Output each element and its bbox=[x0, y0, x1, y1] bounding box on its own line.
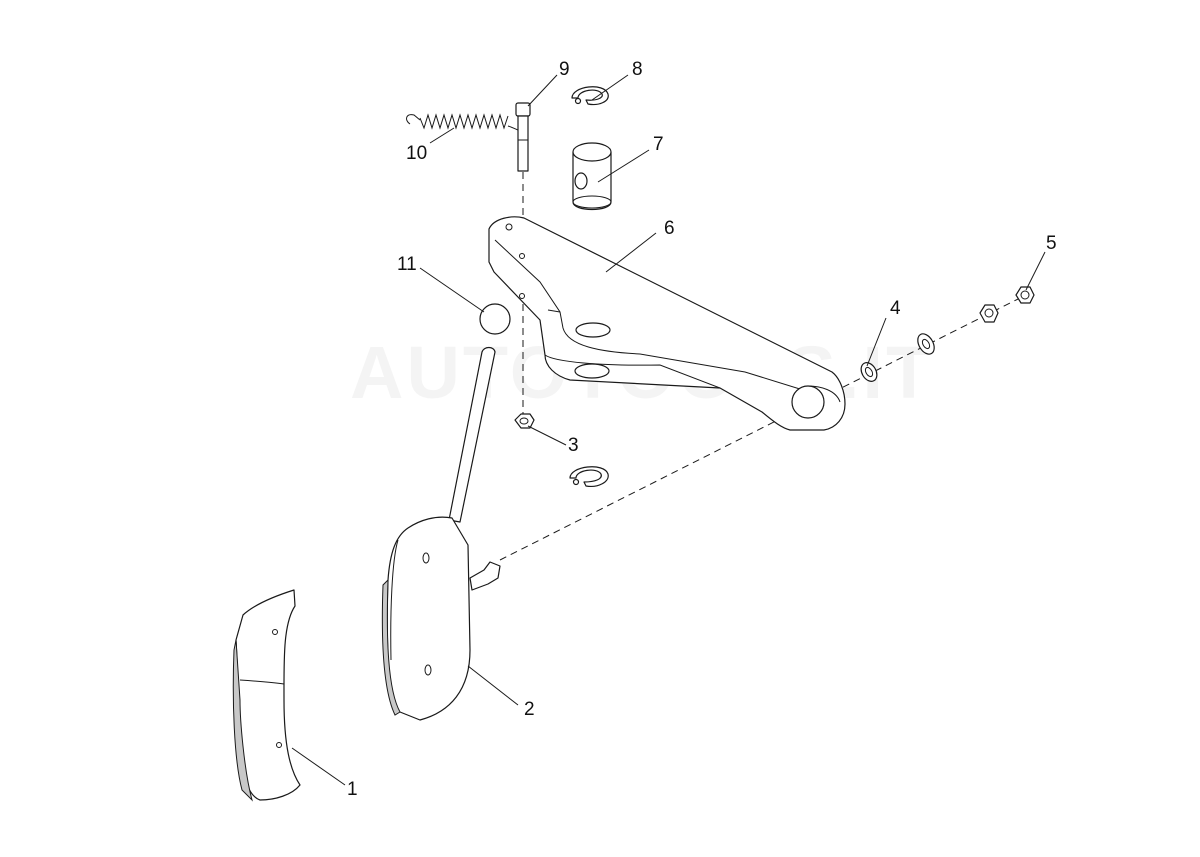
nut bbox=[514, 413, 535, 429]
leader-2 bbox=[467, 665, 519, 706]
callout-9: 9 bbox=[559, 59, 570, 80]
circlip-bottom bbox=[569, 466, 609, 487]
circlip-top bbox=[571, 86, 609, 106]
bushing bbox=[572, 142, 612, 211]
leader-9 bbox=[527, 74, 558, 107]
callout-1: 1 bbox=[347, 779, 358, 800]
callout-10: 10 bbox=[406, 143, 427, 164]
bolt bbox=[515, 102, 531, 172]
leader-11 bbox=[419, 267, 485, 313]
callout-6: 6 bbox=[664, 218, 675, 239]
callout-7: 7 bbox=[653, 134, 664, 155]
callout-4: 4 bbox=[890, 298, 901, 319]
lock-nut bbox=[979, 286, 1035, 323]
ball-knob bbox=[479, 303, 511, 335]
callout-2: 2 bbox=[524, 699, 535, 720]
return-spring bbox=[406, 113, 523, 133]
pedal-arm bbox=[488, 216, 846, 431]
pedal-rubber-pad bbox=[232, 589, 301, 802]
leader-10 bbox=[429, 127, 455, 144]
leader-1 bbox=[291, 747, 346, 786]
leader-7 bbox=[597, 149, 650, 183]
callout-5: 5 bbox=[1046, 233, 1057, 254]
washer bbox=[860, 333, 935, 382]
pedal-plate bbox=[381, 346, 501, 721]
leader-8 bbox=[591, 74, 629, 101]
leader-4 bbox=[866, 317, 887, 367]
leader-6 bbox=[605, 232, 657, 273]
callout-8: 8 bbox=[632, 59, 643, 80]
leader-5 bbox=[1025, 251, 1046, 291]
callout-11: 11 bbox=[397, 254, 417, 275]
callout-labels: 1 2 3 4 5 6 7 8 9 10 11 bbox=[347, 59, 1057, 800]
callout-3: 3 bbox=[568, 435, 579, 456]
leader-lines bbox=[291, 74, 1046, 786]
leader-3 bbox=[527, 425, 567, 446]
